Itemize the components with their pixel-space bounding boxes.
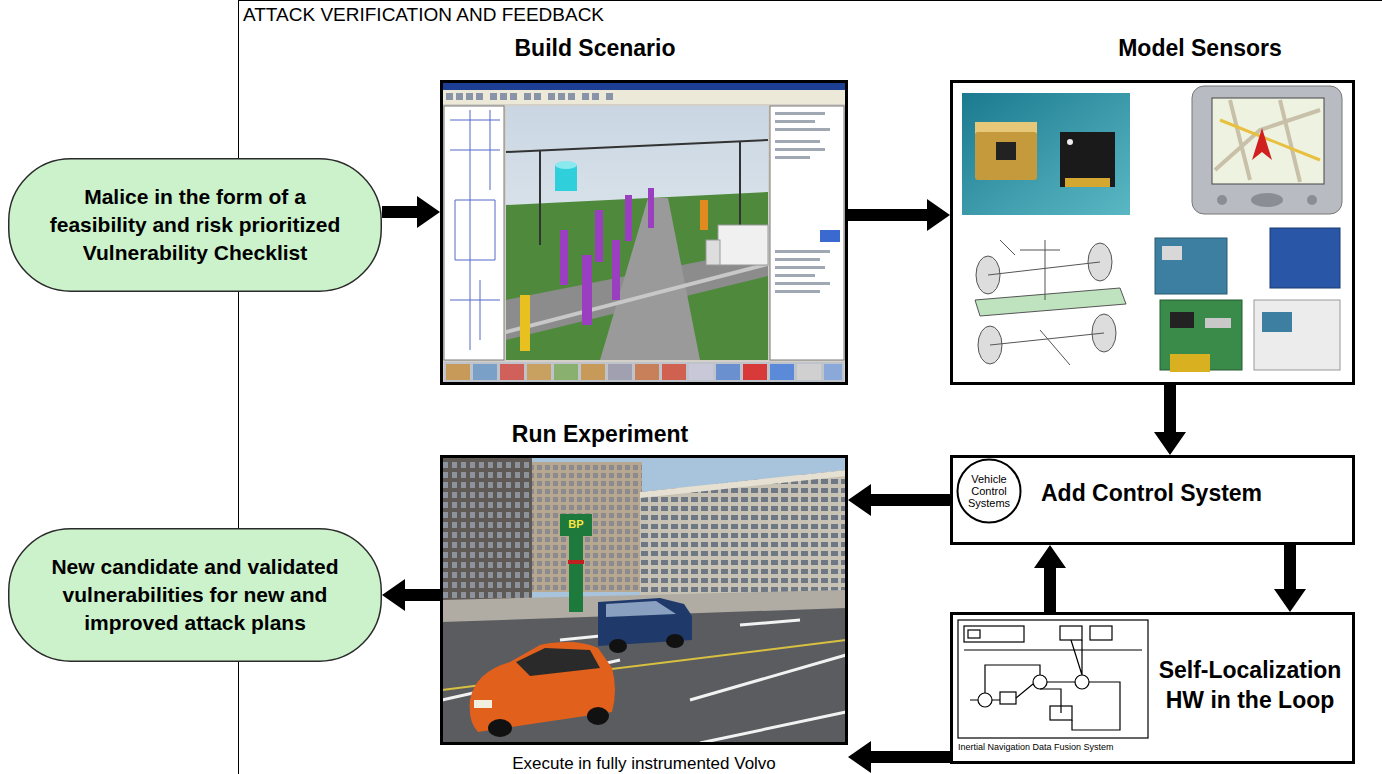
sensor-pictures: [962, 86, 1342, 372]
process-panel: Model Sensors: [950, 30, 1355, 385]
fusion-block-diagram: [958, 620, 1148, 738]
node-text: New candidate and validated vulnerabilit…: [45, 553, 345, 637]
text-slot: Build Scenario: [440, 34, 750, 62]
process-panel: Run ExperimentExecute in fully instrumen…: [440, 415, 848, 774]
input-oval: Malice in the form of a feasibility and …: [8, 158, 382, 292]
text-slot: Model Sensors: [1050, 34, 1350, 62]
text-slot: Vehicle Control Systems: [956, 458, 1022, 524]
text-slot: Add Control System: [1041, 480, 1341, 506]
text-slot: ATTACK VERIFICATION AND FEEDBACK: [243, 3, 803, 27]
process-box: Add Control System Vehicle Control System…: [950, 455, 1355, 545]
node-text: Model Sensors: [1050, 34, 1350, 62]
picture-frame: [440, 80, 848, 385]
text-slot: Malice in the form of a feasibility and …: [8, 158, 382, 292]
process-panel: Build Scenario: [440, 30, 848, 385]
node-text: Vehicle Control Systems: [961, 473, 1017, 509]
flow-arrow: [848, 199, 950, 231]
node-text: Build Scenario: [440, 34, 750, 62]
text-slot: Execute in fully instrumented Volvo: [440, 754, 848, 773]
sign-label: BP: [561, 517, 591, 531]
node-text: Run Experiment: [440, 420, 760, 448]
text-slot: New candidate and validated vulnerabilit…: [8, 528, 382, 662]
text-slot: Inertial Navigation Data Fusion System: [958, 742, 1158, 753]
experiment-scene: [442, 457, 846, 743]
flow-arrow: [1154, 385, 1186, 455]
flow-arrow: [1274, 545, 1306, 612]
flow-arrow: [848, 741, 950, 773]
node-subtext: Execute in fully instrumented Volvo: [440, 754, 848, 773]
scenario-screenshot: [442, 82, 846, 383]
flow-arrow: [382, 196, 440, 228]
flow-arrow: [1034, 545, 1066, 612]
node-text: ATTACK VERIFICATION AND FEEDBACK: [243, 3, 803, 27]
group-frame: ATTACK VERIFICATION AND FEEDBACK Build Sc…: [238, 0, 1382, 774]
node-subtext: Inertial Navigation Data Fusion System: [958, 742, 1158, 753]
node-text: Self-Localization HW in the Loop: [1149, 655, 1351, 715]
flow-arrow: [848, 484, 950, 516]
picture-frame: [440, 455, 848, 745]
control-circle: Vehicle Control Systems: [956, 458, 1022, 524]
node-text: Add Control System: [1041, 480, 1341, 506]
picture-frame: [950, 80, 1355, 385]
node-text: Malice in the form of a feasibility and …: [45, 183, 345, 267]
text-slot: Run Experiment: [440, 420, 760, 448]
process-box: Self-Localization HW in the LoopInertial…: [950, 612, 1355, 764]
flow-arrow: [382, 579, 440, 611]
text-slot: Self-Localization HW in the Loop: [1149, 655, 1351, 715]
output-oval: New candidate and validated vulnerabilit…: [8, 528, 382, 662]
